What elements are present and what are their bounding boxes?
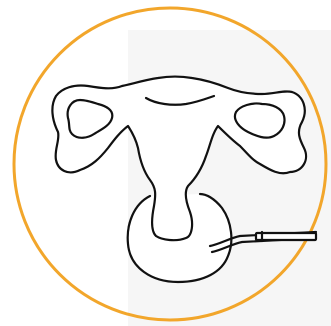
uterus-drawing (52, 77, 316, 283)
catheter-tip (256, 233, 316, 240)
